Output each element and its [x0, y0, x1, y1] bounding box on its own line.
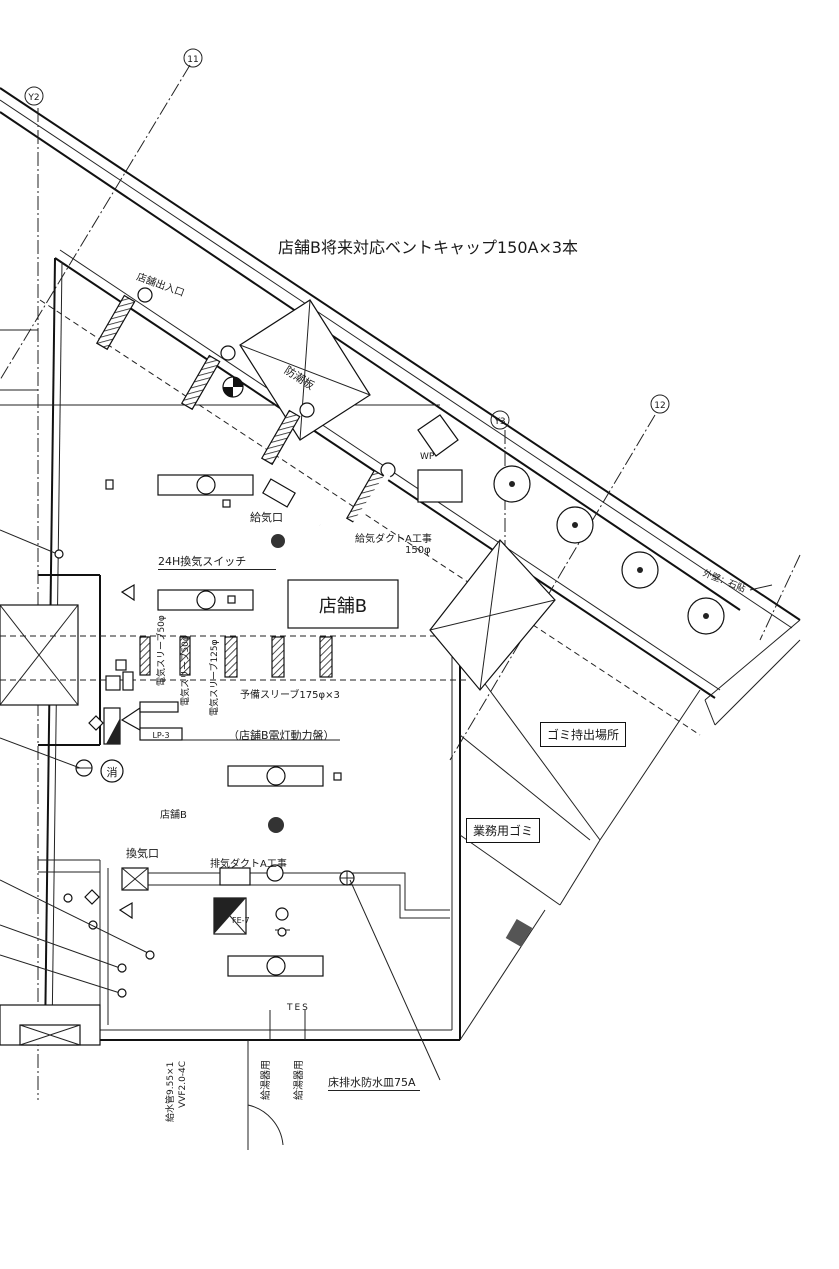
- fe-box: [213, 897, 290, 937]
- vent-cap-2: [556, 506, 594, 544]
- spare-sleeve-label: 予備スリーブ175φ×3: [240, 690, 340, 701]
- exhaust-duct-label: 排気ダクトA工事: [210, 859, 287, 870]
- sleeve-elec2-label: 電気スリーブ50φ: [181, 635, 191, 706]
- wp-label: WP: [420, 452, 435, 462]
- diamond-marker-1: [88, 715, 104, 731]
- leader-lines: [0, 529, 155, 998]
- panel-label: （店舗B電灯動力盤）: [228, 729, 335, 742]
- entrance-sleeves: [95, 287, 396, 526]
- vent-cap-4: [687, 597, 725, 635]
- diamond-marker-2: [84, 889, 100, 905]
- small-circle-2: [63, 893, 73, 903]
- fe-label: FE-7: [232, 916, 250, 925]
- supply-duct-label: 給気ダクトA工事: [355, 534, 432, 545]
- vent-cap-label: 店舗B将来対応ベントキャップ150A×3本: [278, 238, 579, 257]
- equipment-dot-2: [268, 817, 284, 833]
- switch-panel-equipment: LP-3: [103, 659, 340, 745]
- vent-cap-circles: [493, 465, 725, 635]
- garbage-out-label: ゴミ持出場所: [540, 722, 627, 747]
- pie-symbol: [222, 376, 244, 398]
- light-fixture-4: [227, 955, 324, 977]
- svg-text:11: 11: [187, 55, 198, 65]
- svg-text:Y2: Y2: [27, 93, 39, 103]
- floor-drain-leader: [349, 879, 441, 1081]
- business-garbage-label: 業務用ゴミ: [466, 818, 541, 843]
- outlet-small-2: [222, 499, 231, 508]
- exhaust-vent-label: 換気口: [126, 847, 159, 860]
- supply-vent-label: 給気口: [250, 511, 283, 524]
- triangle-marker-1: [120, 583, 135, 602]
- tes-label: TES: [287, 1003, 310, 1013]
- supply-duct-size: 150φ: [405, 545, 431, 556]
- exterior-wall-diagonal: [0, 87, 801, 736]
- equipment-dot-1: [271, 534, 285, 548]
- shaft-upper: [239, 299, 371, 441]
- supply-duct: [262, 473, 391, 545]
- svg-text:12: 12: [654, 401, 665, 411]
- sleeve-elec3-label: 電気スリーブ125φ: [210, 639, 220, 716]
- grid-bubble-x11: 11: [183, 48, 203, 68]
- exhaust-duct: [121, 864, 450, 919]
- store-title: 店舗B: [319, 596, 367, 617]
- store-small-label: 店舗B: [160, 810, 187, 821]
- vent-cap-3: [621, 551, 659, 589]
- floor-drain-label: 床排水防水皿75A: [328, 1074, 420, 1091]
- grid-bubble-y3: Y3: [490, 410, 510, 430]
- sleeve-elec1-label: 電気スリーブ50φ: [157, 615, 167, 686]
- grid-bubble-x12: 12: [650, 394, 670, 414]
- bottom-door: [247, 1010, 306, 1150]
- cable1-label: 給水管9.55×1: [166, 1061, 176, 1122]
- light-fixture-1: [157, 474, 254, 496]
- outlet-small-1: [105, 479, 114, 490]
- hot-water-label: 給湯器用: [261, 1060, 272, 1100]
- water-supply-label: 給湯器用: [294, 1060, 305, 1100]
- svg-text:Y3: Y3: [493, 417, 505, 427]
- grid-bubble-y2: Y2: [24, 86, 44, 106]
- shaft-lower: [429, 539, 556, 691]
- triangle-marker-2: [118, 901, 133, 920]
- left-edge-walls: [0, 329, 470, 1046]
- fire-label-circle: [100, 759, 124, 783]
- cable2-label: VVF2.0-4C: [178, 1060, 188, 1108]
- light-fixture-3: [227, 765, 342, 787]
- light-fixture-2: [157, 589, 254, 611]
- lp-label: LP-3: [152, 731, 169, 740]
- grid-lines: [0, 64, 801, 1100]
- vent-cap-1: [493, 465, 531, 503]
- store-title-box: [287, 579, 399, 629]
- sleeve-row: [139, 636, 333, 678]
- wp-box: [417, 414, 463, 503]
- fire-label: 消: [107, 765, 118, 779]
- switch-24h-label: 24H換気スイッチ: [158, 553, 277, 570]
- garbage-area-walls: [459, 649, 701, 1041]
